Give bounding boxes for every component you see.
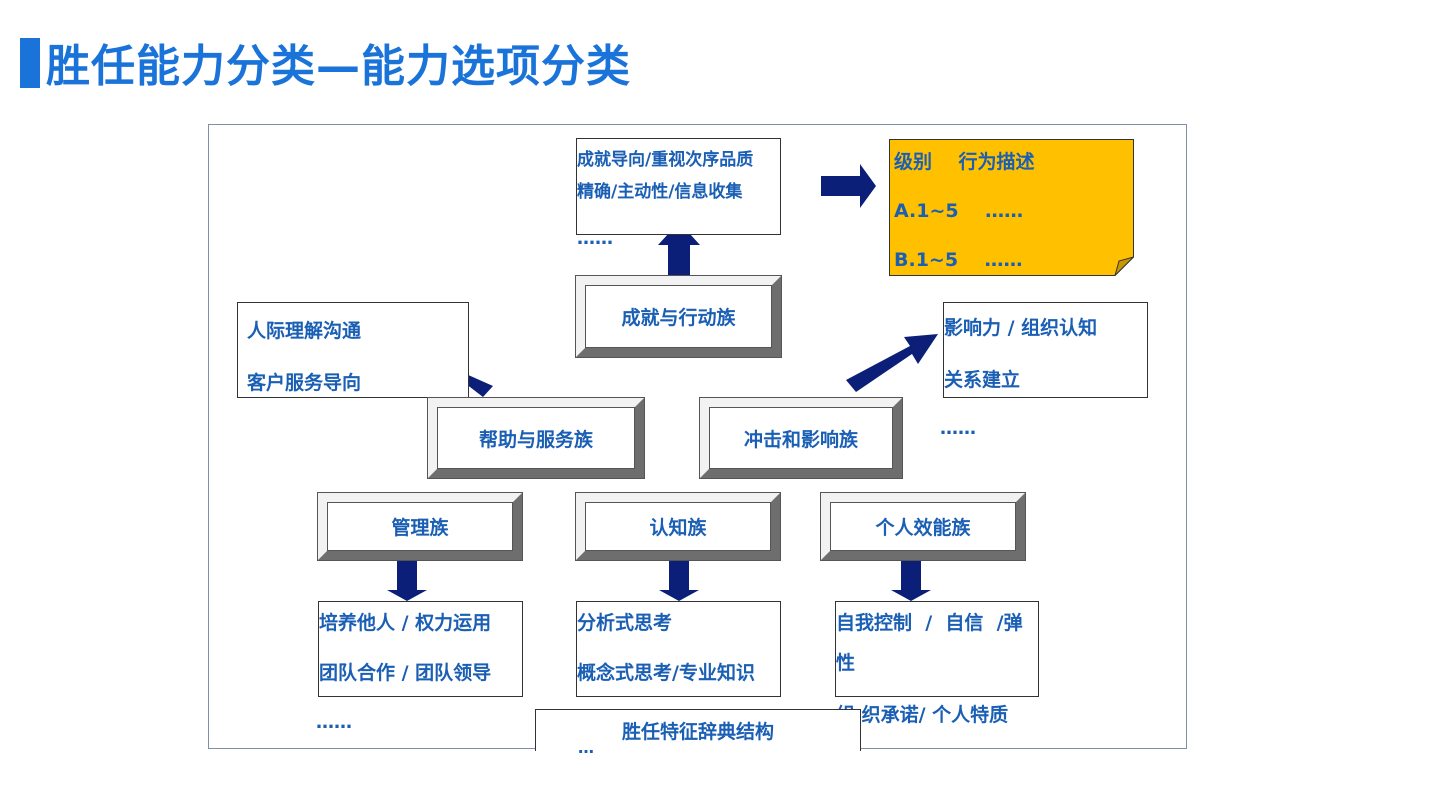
achievement-competencies-line1: 成就导向/重视次序品质	[577, 150, 754, 170]
dictionary-structure-label: 胜任特征辞典结构	[535, 709, 861, 751]
achievement-family-button: 成就与行动族	[575, 275, 782, 358]
level-note-row-b: B.1~5 ……	[894, 249, 1023, 271]
personal-competencies-box	[835, 601, 1039, 697]
personal-competencies-line2: 性	[836, 652, 856, 674]
personal-family-button: 个人效能族	[820, 492, 1026, 561]
impact-family-label: 冲击和影响族	[709, 407, 893, 469]
level-description-note: 级别 行为描述 A.1~5 …… B.1~5 ……	[889, 139, 1134, 276]
impact-competencies-line2: 关系建立	[944, 369, 1021, 391]
arrow-down-icon	[659, 561, 699, 601]
helping-competencies-line2: 客户服务导向	[247, 372, 362, 394]
managerial-competencies-line1: 培养他人 / 权力运用	[319, 612, 492, 634]
managerial-more: ……	[316, 712, 352, 733]
arrow-right-icon	[821, 164, 876, 208]
cognitive-competencies-line2: 概念式思考/专业知识	[577, 662, 755, 684]
helping-family-button: 帮助与服务族	[427, 397, 645, 479]
personal-competencies-line3: 组 织承诺/ 个人特质	[836, 704, 1009, 726]
level-note-row-a: A.1~5 ……	[894, 200, 1024, 222]
impact-competencies-line1: 影响力 / 组织认知	[944, 317, 1098, 339]
impact-competencies-box	[943, 302, 1148, 398]
cognitive-family-label: 认知族	[585, 502, 771, 551]
personal-family-label: 个人效能族	[830, 502, 1016, 551]
managerial-competencies-box	[318, 601, 523, 697]
achievement-competencies-line2: 精确/主动性/信息收集	[577, 182, 743, 202]
cognitive-competencies-line1: 分析式思考	[577, 612, 673, 634]
personal-competencies-line1: 自我控制 / 自信 /弹	[836, 612, 1023, 634]
arrow-up-icon	[658, 222, 700, 275]
arrow-up-right-icon	[846, 334, 938, 392]
arrow-down-icon	[387, 561, 427, 601]
impact-family-button: 冲击和影响族	[699, 397, 903, 479]
managerial-family-label: 管理族	[327, 502, 513, 551]
helping-competencies-box	[237, 302, 469, 398]
impact-more: ……	[940, 418, 976, 439]
cognitive-family-button: 认知族	[575, 492, 781, 561]
achievement-competencies-box	[576, 138, 781, 235]
achievement-family-label: 成就与行动族	[585, 285, 772, 348]
managerial-competencies-line2: 团队合作 / 团队领导	[319, 662, 492, 684]
helping-competencies-line1: 人际理解沟通	[247, 320, 362, 342]
arrow-down-icon	[891, 561, 931, 601]
title-accent-bar	[20, 38, 40, 88]
helping-family-label: 帮助与服务族	[437, 407, 635, 469]
cognitive-competencies-box	[576, 601, 781, 697]
managerial-family-button: 管理族	[317, 492, 523, 561]
level-note-header: 级别 行为描述	[894, 151, 1035, 173]
cognitive-more: …	[578, 738, 594, 757]
page-title: 胜任能力分类—能力选项分类	[46, 41, 631, 92]
achievement-more: ……	[577, 228, 613, 249]
